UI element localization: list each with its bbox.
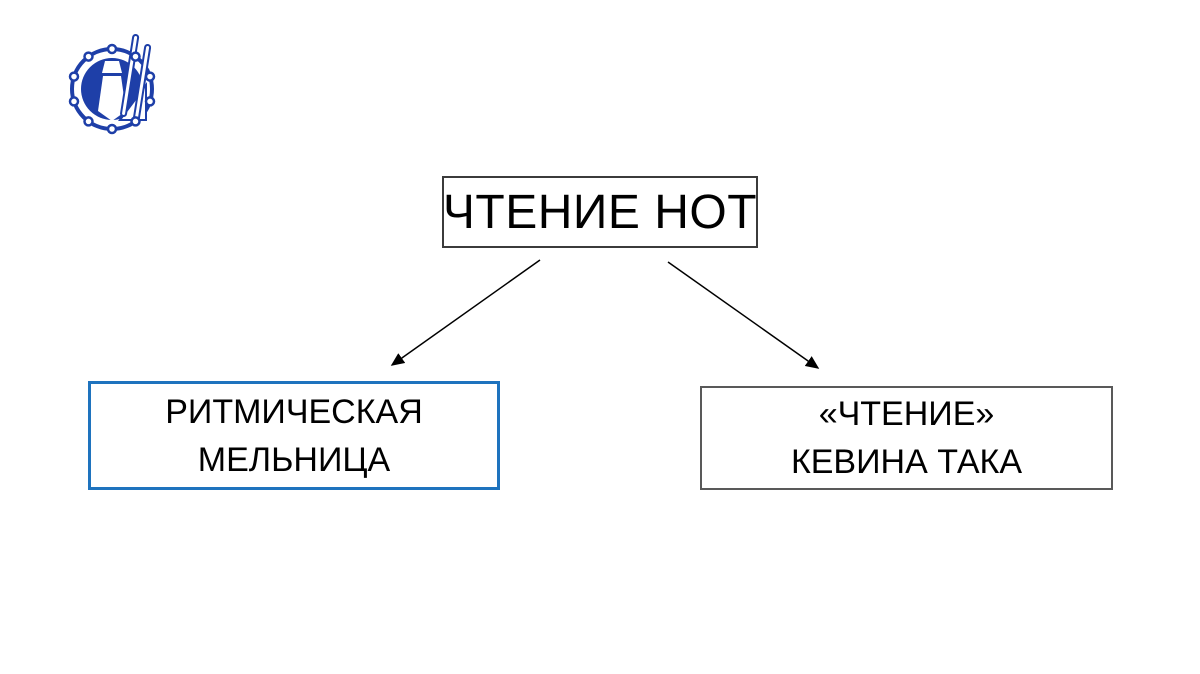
- node-kevin-tuck-reading-label-line2: КЕВИНА ТАКА: [790, 443, 1023, 481]
- node-rhythmic-mill-label-line1: РИТМИЧЕСКАЯ: [165, 392, 423, 431]
- node-rhythmic-mill: РИТМИЧЕСКАЯ МЕЛЬНИЦА: [88, 381, 500, 490]
- node-reading-notes: ЧТЕНИЕ НОТ: [442, 176, 758, 248]
- node-reading-notes-label: ЧТЕНИЕ НОТ: [442, 185, 758, 239]
- arrow-to-right-box: [667, 261, 820, 369]
- drum-logo: [52, 23, 172, 143]
- node-rhythmic-mill-label-line2: МЕЛЬНИЦА: [197, 440, 391, 479]
- drum-with-drumsticks-icon: [68, 33, 156, 135]
- node-kevin-tuck-reading: «ЧТЕНИЕ» КЕВИНА ТАКА: [700, 386, 1113, 490]
- node-kevin-tuck-reading-label-line1: «ЧТЕНИЕ»: [818, 395, 995, 433]
- arrow-to-left-box: [390, 259, 541, 366]
